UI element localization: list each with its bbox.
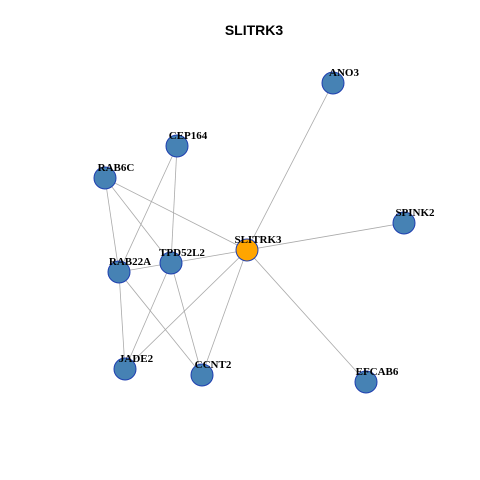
edge-slitrk3-ano3 (246, 82, 334, 251)
node-tpd52l2: TPD52L2 (159, 247, 205, 275)
node-label-tpd52l2: TPD52L2 (159, 247, 205, 259)
node-slitrk3: SLITRK3 (234, 234, 282, 262)
node-label-rab6c: RAB6C (98, 162, 135, 174)
edge-cep164-rab22a (118, 145, 178, 273)
node-circle-efcab6 (354, 370, 378, 394)
edge-rab6c-rab22a (104, 177, 120, 273)
node-circle-cep164 (165, 134, 189, 158)
node-label-rab22a: RAB22A (109, 256, 151, 268)
edge-cep164-tpd52l2 (170, 145, 178, 264)
node-label-ano3: ANO3 (329, 67, 359, 79)
node-ano3: ANO3 (321, 67, 359, 95)
edge-slitrk3-rab22a (118, 249, 248, 273)
edge-rab22a-ccnt2 (118, 271, 203, 376)
node-label-ccnt2: CCNT2 (195, 359, 232, 371)
node-circle-tpd52l2 (159, 251, 183, 275)
node-jade2: JADE2 (113, 353, 154, 381)
node-label-cep164: CEP164 (169, 130, 208, 142)
edge-layer (104, 82, 405, 383)
node-label-efcab6: EFCAB6 (356, 366, 399, 378)
node-label-slitrk3: SLITRK3 (234, 234, 282, 246)
node-circle-rab6c (93, 166, 117, 190)
edge-tpd52l2-ccnt2 (170, 262, 203, 376)
edge-rab6c-tpd52l2 (104, 177, 172, 264)
graph-title: SLITRK3 (225, 22, 284, 38)
node-rab6c: RAB6C (93, 162, 135, 190)
edge-slitrk3-jade2 (124, 249, 248, 370)
edge-slitrk3-efcab6 (246, 249, 367, 383)
edge-slitrk3-rab6c (104, 177, 248, 251)
node-efcab6: EFCAB6 (354, 366, 399, 394)
edge-tpd52l2-jade2 (124, 262, 172, 370)
node-label-spink2: SPINK2 (395, 207, 435, 219)
node-circle-spink2 (392, 211, 416, 235)
node-label-jade2: JADE2 (119, 353, 154, 365)
edge-slitrk3-ccnt2 (201, 249, 248, 376)
node-rab22a: RAB22A (107, 256, 151, 284)
node-circle-slitrk3 (235, 238, 259, 262)
node-ccnt2: CCNT2 (190, 359, 232, 387)
edge-rab22a-jade2 (118, 271, 126, 370)
node-circle-ccnt2 (190, 363, 214, 387)
node-circle-rab22a (107, 260, 131, 284)
edge-slitrk3-spink2 (246, 222, 405, 251)
node-circle-jade2 (113, 357, 137, 381)
node-spink2: SPINK2 (392, 207, 435, 235)
node-cep164: CEP164 (165, 130, 208, 158)
node-circle-ano3 (321, 71, 345, 95)
